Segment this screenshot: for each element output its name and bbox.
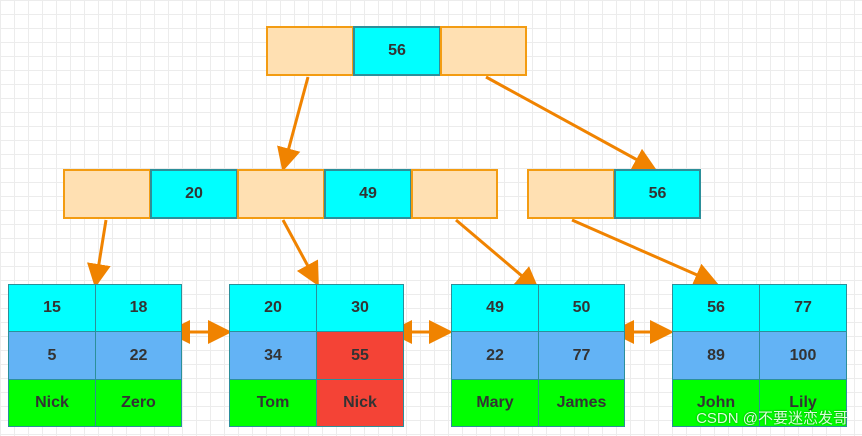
right-internal-pointer xyxy=(527,169,615,219)
leaf-1-value-2: 22 xyxy=(95,331,182,380)
internal-pointer-3 xyxy=(411,169,498,219)
root-key: 56 xyxy=(353,26,441,76)
internal-pointer-1 xyxy=(63,169,151,219)
leaf-3-value-1: 22 xyxy=(451,331,539,380)
leaf-3-key-2: 50 xyxy=(538,284,625,332)
leaf-1-key-2: 18 xyxy=(95,284,182,332)
leaf-3-name-1: Mary xyxy=(451,379,539,427)
leaf-2-name-1: Tom xyxy=(229,379,317,427)
arrow-internal-to-leaf-1 xyxy=(87,219,111,288)
arrow-right-internal-to-leaf-4 xyxy=(571,218,719,286)
leaf-2-name-2-highlighted: Nick xyxy=(316,379,404,427)
leaf-4-value-2: 100 xyxy=(759,331,847,380)
leaf-4-name-2: Lily xyxy=(759,379,847,427)
leaf-3-name-2: James xyxy=(538,379,625,427)
internal-key-2: 49 xyxy=(324,169,412,219)
arrow-root-to-right-internal xyxy=(485,75,658,171)
arrow-internal-to-leaf-2 xyxy=(281,219,319,287)
leaf-1-key-1: 15 xyxy=(8,284,96,332)
leaf-2-key-2: 30 xyxy=(316,284,404,332)
leaf-2-value-1: 34 xyxy=(229,331,317,380)
leaf-3-value-2: 77 xyxy=(538,331,625,380)
leaf-3-key-1: 49 xyxy=(451,284,539,332)
arrow-root-to-internal xyxy=(277,76,310,172)
leaf-1-name-1: Nick xyxy=(8,379,96,427)
leaf-4-key-1: 56 xyxy=(672,284,760,332)
leaf-4-key-2: 77 xyxy=(759,284,847,332)
internal-key-1: 20 xyxy=(150,169,238,219)
leaf-4-name-1: John xyxy=(672,379,760,427)
leaf-4-value-1: 89 xyxy=(672,331,760,380)
arrow-internal-to-leaf-3 xyxy=(455,218,540,291)
leaf-2-key-1: 20 xyxy=(229,284,317,332)
leaf-1-name-2: Zero xyxy=(95,379,182,427)
watermark: CSDN @不要迷恋发哥 xyxy=(696,410,848,427)
leaf-1-value-1: 5 xyxy=(8,331,96,380)
leaf-2-value-2-highlighted: 55 xyxy=(316,331,404,380)
internal-pointer-2 xyxy=(237,169,325,219)
root-pointer-left xyxy=(266,26,354,76)
right-internal-key: 56 xyxy=(614,169,701,219)
root-pointer-right xyxy=(440,26,527,76)
